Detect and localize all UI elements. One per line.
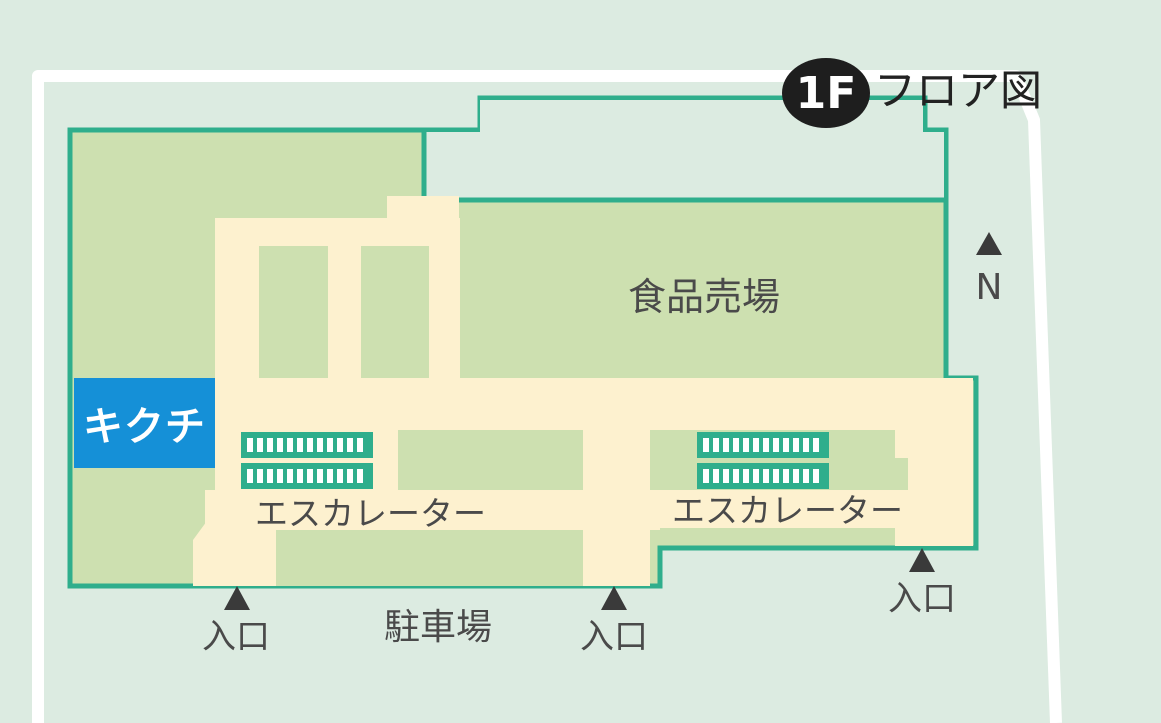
escalator-1-label: エスカレーター <box>255 494 486 533</box>
floor-map-title: フロア図 <box>874 66 1043 115</box>
store-kikuchi-label: キクチ <box>74 378 215 468</box>
entrance-2-label: 入口 <box>580 617 648 657</box>
entrance-3-label: 入口 <box>888 579 956 619</box>
north-label: N <box>975 267 1003 308</box>
site-boundary <box>32 70 1062 723</box>
entrance-3-arrow-icon <box>909 548 935 572</box>
escalator-2-icon <box>697 432 829 489</box>
entrance-1-arrow-icon <box>224 586 250 610</box>
entrance-2-arrow-icon <box>601 586 627 610</box>
escalator-2-label: エスカレーター <box>672 491 903 530</box>
north-annex <box>424 100 944 200</box>
shop-blocks <box>259 246 908 586</box>
floor-badge: 1F <box>782 58 870 128</box>
north-arrow-icon <box>976 232 1002 255</box>
escalator-1-icon <box>241 432 373 489</box>
entrance-1-label: 入口 <box>202 617 270 657</box>
parking-label: 駐車場 <box>384 607 493 648</box>
food-area-label: 食品売場 <box>628 275 781 319</box>
